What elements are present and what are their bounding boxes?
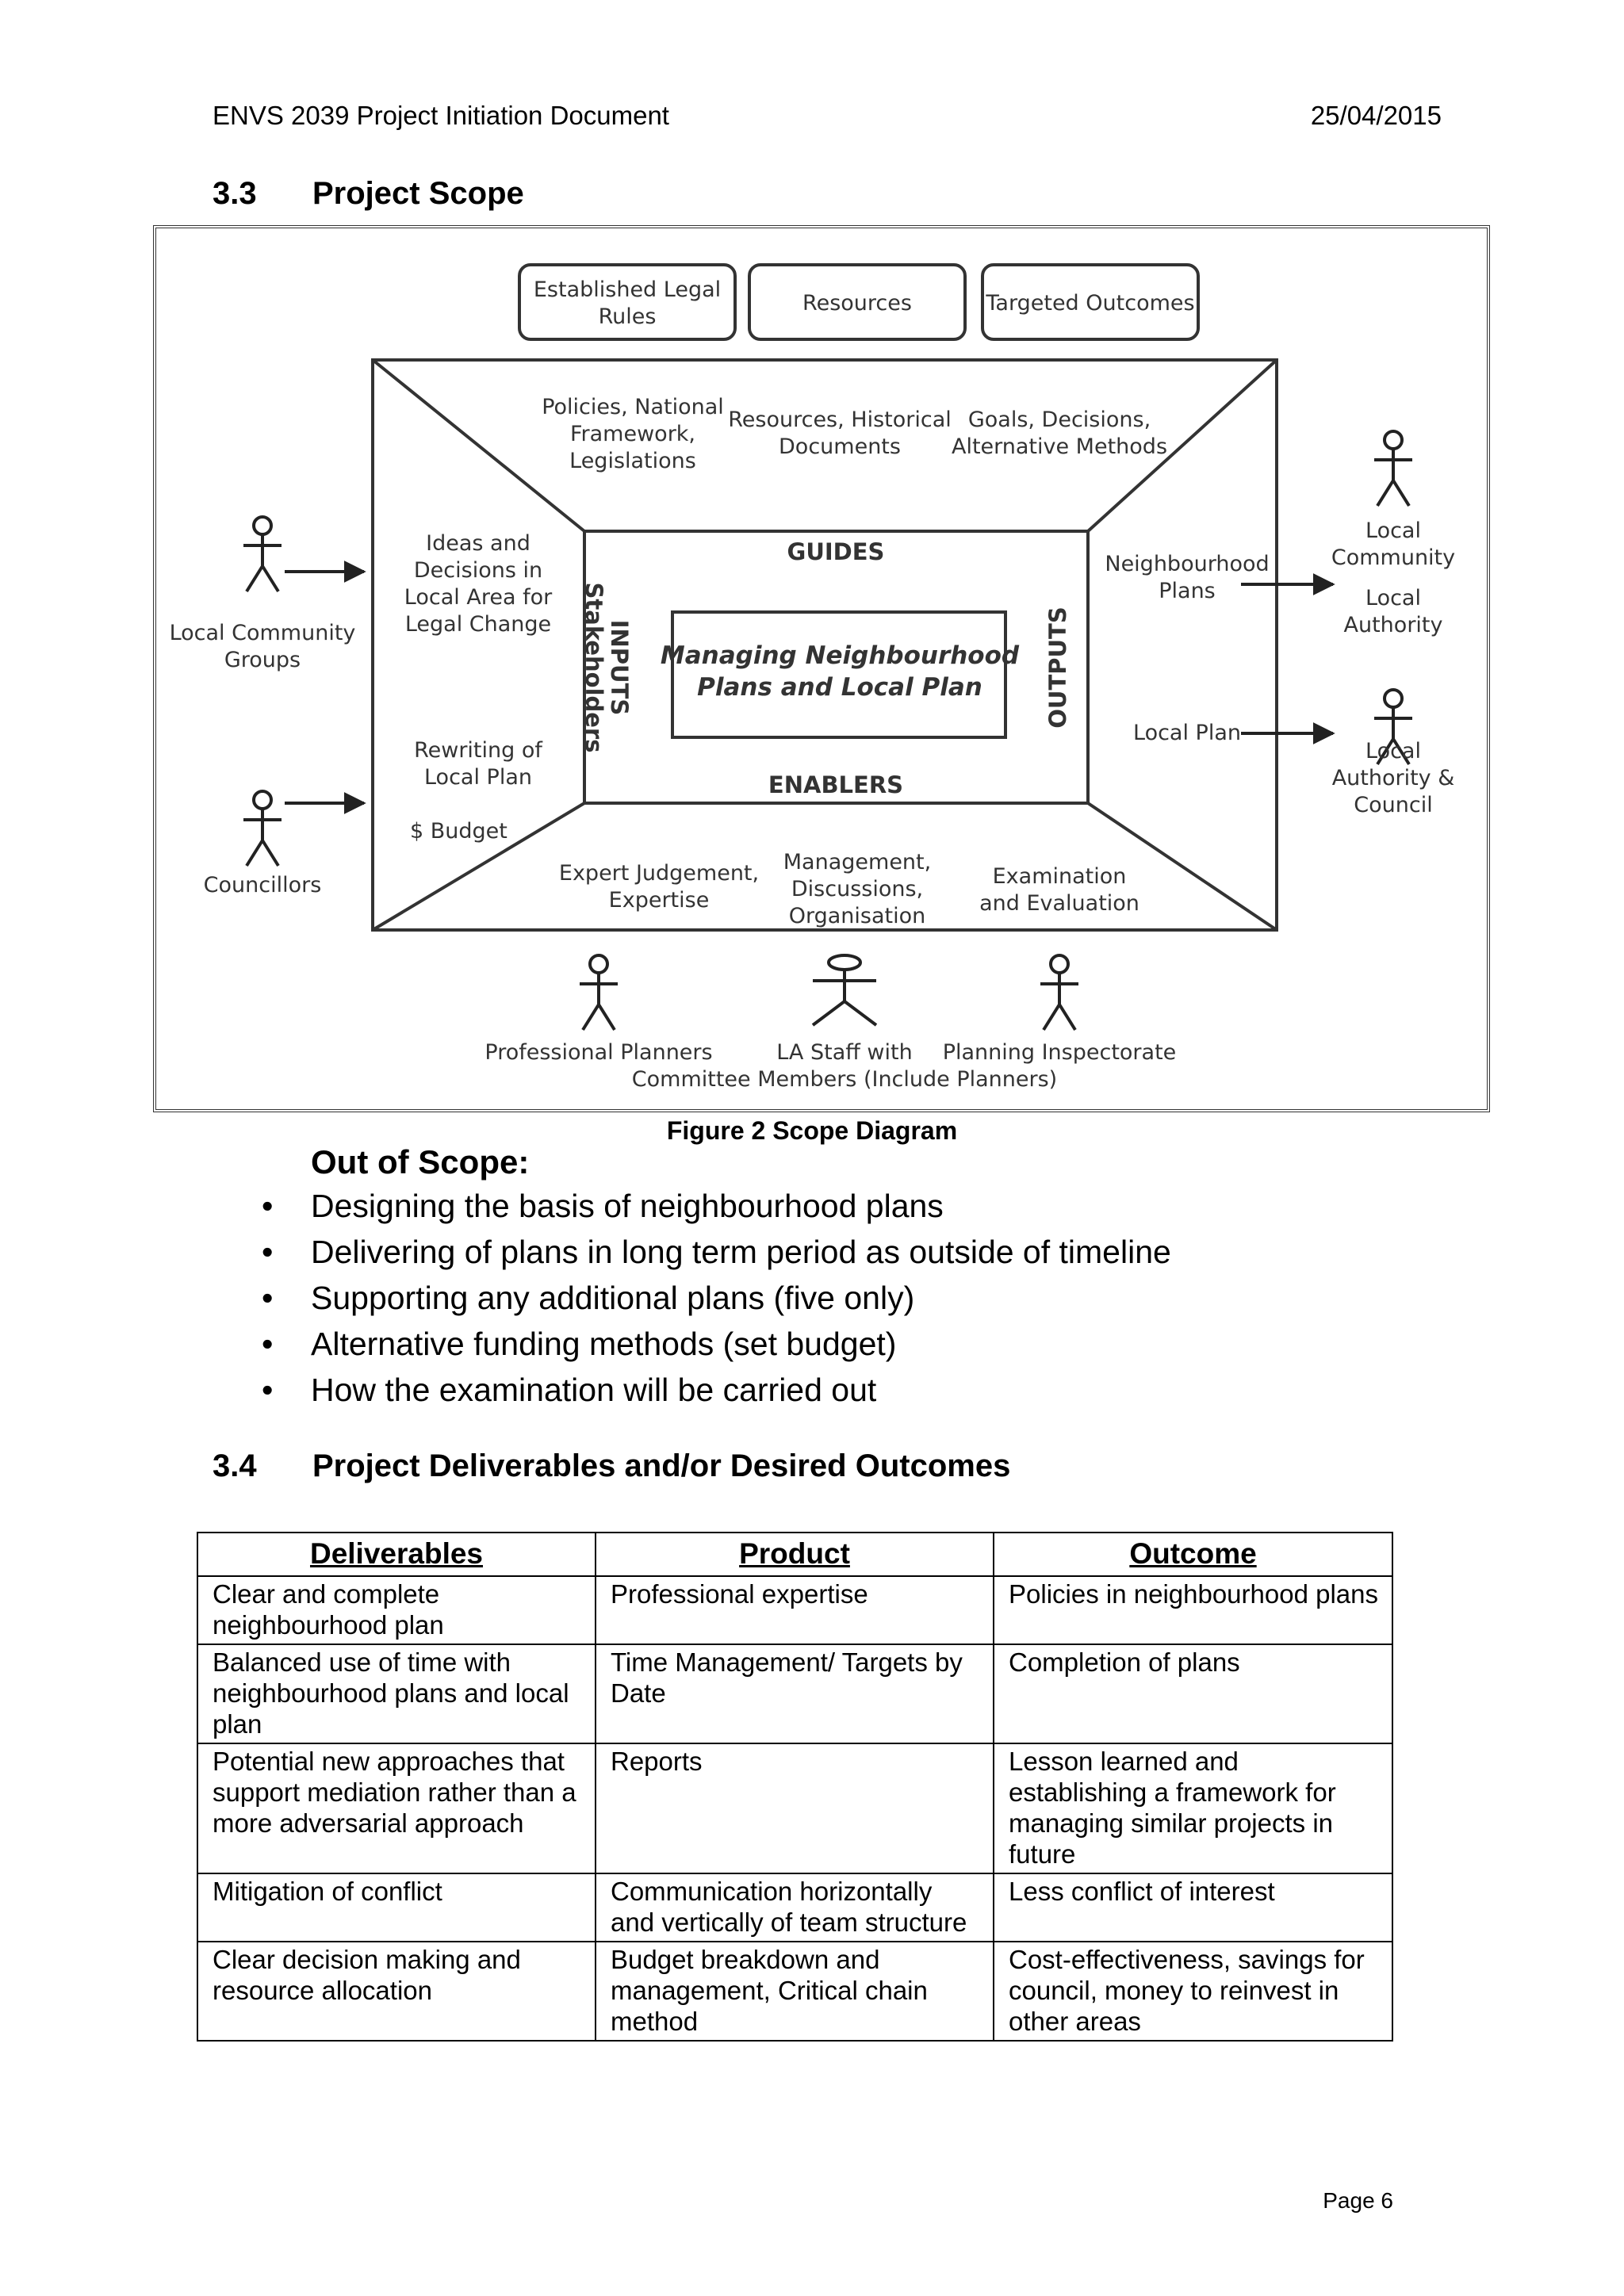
councillors-actor-icon <box>243 790 282 867</box>
bullet-icon: • <box>262 1372 274 1408</box>
table-cell: Clear and complete neighbourhood plan <box>197 1575 596 1645</box>
top-box-legal-rules <box>518 263 737 341</box>
table-cell: Policies in neighbourhood plans <box>993 1575 1393 1645</box>
section-title: Project Scope <box>312 176 524 211</box>
table-cell: Budget breakdown and management, Critica… <box>595 1941 994 2042</box>
list-item: •Designing the basis of neighbourhood pl… <box>262 1183 1171 1229</box>
bullet-icon: • <box>262 1188 274 1224</box>
document-date: 25/04/2015 <box>1310 101 1442 130</box>
table-cell: Reports <box>595 1743 994 1874</box>
table-cell: Potential new approaches that support me… <box>197 1743 596 1874</box>
page-number: Page 6 <box>1323 2188 1393 2213</box>
local-authority-council-actor-icon <box>1374 688 1412 766</box>
enablers-heading: ENABLERS <box>768 771 903 798</box>
bullet-icon: • <box>262 1234 274 1270</box>
local-community-actor-icon <box>1374 430 1412 507</box>
guides-label: Goals, Decisions,Alternative Methods <box>952 408 1167 459</box>
list-item: •How the examination will be carried out <box>262 1367 1171 1413</box>
top-box-targeted-outcomes <box>981 263 1200 341</box>
column-header-product: Product <box>595 1532 994 1577</box>
section-number: 3.4 <box>213 1448 257 1483</box>
section-number: 3.3 <box>213 176 257 211</box>
enablers-label: Expert Judgement,Expertise <box>559 861 759 913</box>
inner-frame <box>583 530 1090 805</box>
stakeholders-heading: Stakeholders <box>580 583 607 753</box>
list-item: •Alternative funding methods (set budget… <box>262 1321 1171 1367</box>
deliverables-table: Deliverables Product Outcome Clear and c… <box>197 1532 1393 2042</box>
table-cell: Balanced use of time with neighbourhood … <box>197 1644 596 1744</box>
outer-frame <box>371 358 1278 932</box>
bullet-icon: • <box>262 1326 274 1362</box>
list-item: •Supporting any additional plans (five o… <box>262 1275 1171 1321</box>
planning-inspectorate-actor-icon <box>1040 954 1078 1031</box>
column-header-deliverables: Deliverables <box>197 1532 596 1577</box>
enablers-label: Management,Discussions,Organisation <box>783 850 931 928</box>
table-row: Balanced use of time with neighbourhood … <box>197 1644 1393 1744</box>
table-row: Clear decision making and resource alloc… <box>197 1941 1393 2042</box>
table-row: Potential new approaches that support me… <box>197 1743 1393 1874</box>
section-title: Project Deliverables and/or Desired Outc… <box>312 1448 1011 1483</box>
professional-planners-actor-icon <box>580 954 618 1031</box>
table-cell: Completion of plans <box>993 1644 1393 1744</box>
table-cell: Cost-effectiveness, savings for council,… <box>993 1941 1393 2042</box>
table-cell: Time Management/ Targets by Date <box>595 1644 994 1744</box>
outputs-label: Local Plan <box>1133 721 1241 745</box>
center-box <box>671 610 1007 739</box>
bullet-icon: • <box>262 1280 274 1316</box>
top-box-label: Targeted Outcomes <box>985 291 1194 316</box>
la-staff-actor-icon <box>811 954 878 1027</box>
table-row: Mitigation of conflict Communication hor… <box>197 1873 1393 1942</box>
list-item: •Delivering of plans in long term period… <box>262 1229 1171 1275</box>
table-row: Clear and complete neighbourhood plan Pr… <box>197 1575 1393 1645</box>
table-cell: Communication horizontally and verticall… <box>595 1873 994 1942</box>
table-cell: Clear decision making and resource alloc… <box>197 1941 596 2042</box>
inputs-heading: INPUTS <box>606 620 633 716</box>
guides-heading: GUIDES <box>787 538 885 565</box>
table-cell: Lesson learned and establishing a framew… <box>993 1743 1393 1874</box>
top-box-label: Resources <box>802 291 912 316</box>
top-box-resources <box>748 263 967 341</box>
inputs-label: $ Budget <box>410 819 508 844</box>
out-of-scope-heading: Out of Scope: <box>311 1143 530 1181</box>
document-title: ENVS 2039 Project Initiation Document <box>213 101 669 130</box>
table-cell: Professional expertise <box>595 1575 994 1645</box>
column-header-outcome: Outcome <box>993 1532 1393 1577</box>
table-header-row: Deliverables Product Outcome <box>197 1532 1393 1577</box>
actor-label: Planning Inspectorate <box>943 1040 1177 1065</box>
figure-caption: Figure 2 Scope Diagram <box>666 1116 958 1145</box>
table-cell: Mitigation of conflict <box>197 1873 596 1942</box>
actor-label: Professional Planners <box>485 1040 712 1065</box>
local-community-groups-actor-icon <box>243 515 282 593</box>
actor-label: Councillors <box>204 873 322 897</box>
out-of-scope-list: •Designing the basis of neighbourhood pl… <box>262 1183 1171 1413</box>
outputs-heading: OUTPUTS <box>1044 607 1071 728</box>
table-cell: Less conflict of interest <box>993 1873 1393 1942</box>
